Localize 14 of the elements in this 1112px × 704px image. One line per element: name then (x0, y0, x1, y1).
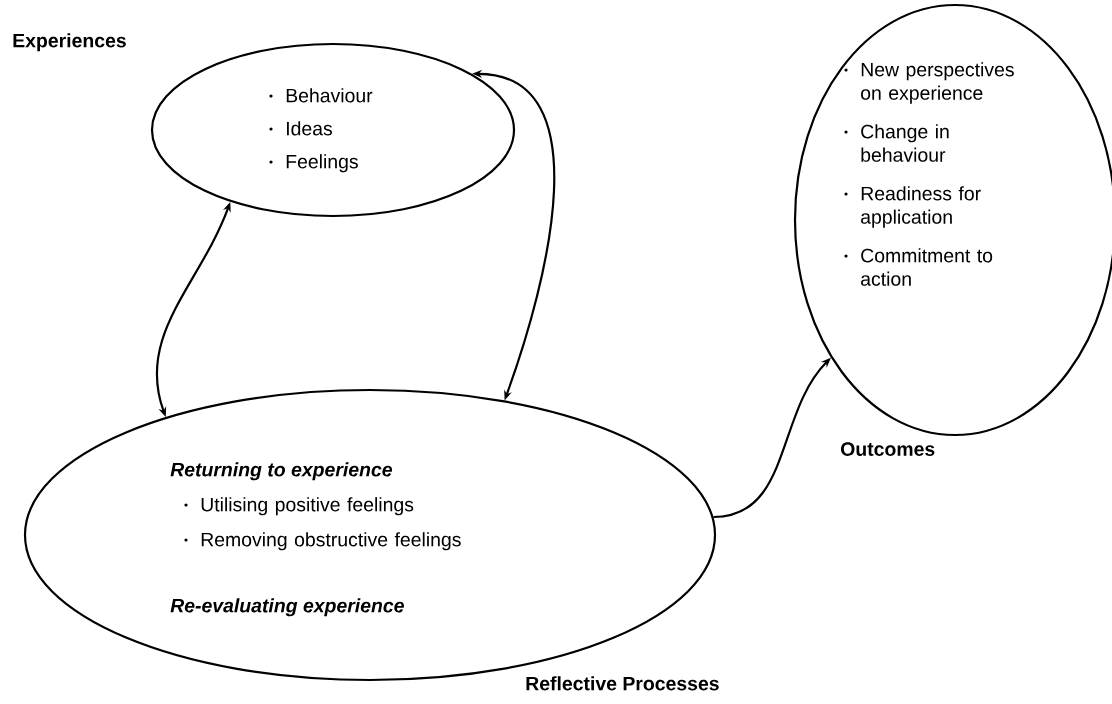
bullet-item: Readiness for application (844, 186, 981, 228)
subheading: Re-evaluating experience (170, 598, 404, 617)
bullet-item: Commitment to action (844, 248, 993, 286)
bullet-item: Utilising positive feelings (184, 497, 414, 516)
bullet-item: Behaviour (269, 88, 373, 103)
heading: Experiences (13, 33, 126, 52)
subheading: Returning to experience (170, 462, 393, 481)
bullet-item: Ideas (269, 121, 332, 136)
bullet-item: Change in behaviour (844, 124, 949, 162)
bullet-item: Feelings (269, 154, 358, 173)
bullet-item: New perspectives on experience (844, 62, 1014, 104)
bullet-item: Removing obstructive feelings (184, 532, 461, 551)
heading: Reflective Processes (526, 676, 719, 691)
heading: Outcomes (841, 442, 935, 456)
